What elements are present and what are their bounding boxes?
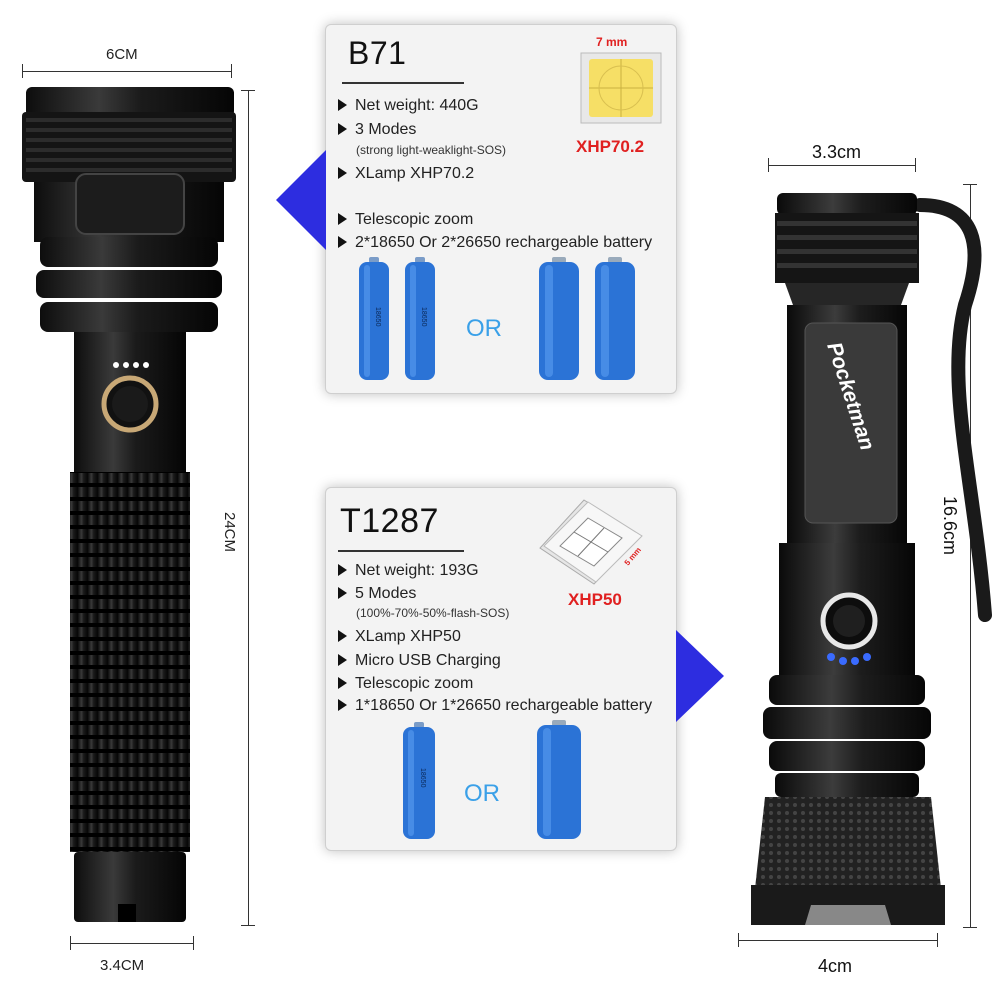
left-width-top-line <box>22 71 232 72</box>
right-width-top-label: 3.3cm <box>812 142 862 162</box>
right-width-bottom-tick-r <box>937 933 938 947</box>
t1287-feature-weight: Net weight: 193G <box>338 562 479 580</box>
b71-model-underline <box>342 82 464 84</box>
left-height-tick-t <box>241 90 255 91</box>
bullet-triangle-icon <box>338 236 347 248</box>
t1287-feature-xlamp: XLamp XHP50 <box>338 628 461 646</box>
bullet-triangle-icon <box>338 654 347 666</box>
b71-feature-xlamp: XLamp XHP70.2 <box>338 165 474 183</box>
t1287-flashlight-image: Pocketman <box>751 193 992 925</box>
t1287-chip-name: XHP50 <box>568 590 622 609</box>
bullet-triangle-icon <box>338 699 347 711</box>
t1287-feature-modes: 5 Modes <box>338 585 416 603</box>
t1287-feature-battery: 1*18650 Or 1*26650 rechargeable battery <box>338 697 652 715</box>
left-width-bottom-tick-r <box>193 936 194 950</box>
t1287-feature-usb: Micro USB Charging <box>338 652 501 670</box>
b71-feature-modes: 3 Modes <box>338 121 416 139</box>
t1287-pointer-arrow-icon <box>676 630 724 722</box>
right-width-top-tick-l <box>768 158 769 172</box>
b71-model-title: B71 <box>348 35 407 71</box>
battery-label: 18650 <box>419 768 426 788</box>
right-width-bottom-line <box>738 940 938 941</box>
t1287-model-underline <box>338 550 464 552</box>
battery-26650-icon <box>595 257 635 380</box>
b71-feature-zoom: Telescopic zoom <box>338 211 473 229</box>
battery-18650-icon: 18650 <box>359 257 389 380</box>
t1287-or-label: OR <box>464 780 500 807</box>
b71-feature-battery: 2*18650 Or 2*26650 rechargeable battery <box>338 234 652 252</box>
bullet-triangle-icon <box>338 167 347 179</box>
left-width-top-label: 6CM <box>106 46 138 63</box>
bullet-triangle-icon <box>338 587 347 599</box>
b71-flashlight-image <box>22 87 236 922</box>
t1287-info-card: T1287 Net weight: 193G 5 Modes (100%-70%… <box>325 487 677 851</box>
bullet-triangle-icon <box>338 213 347 225</box>
bullet-triangle-icon <box>338 677 347 689</box>
t1287-led-chip-image: 5 mm <box>539 499 643 585</box>
battery-label: 18650 <box>420 307 427 327</box>
battery-18650-icon: 18650 <box>405 257 435 380</box>
bullet-triangle-icon <box>338 123 347 135</box>
b71-info-card: B71 Net weight: 440G 3 Modes (strong lig… <box>325 24 677 394</box>
t1287-model-title: T1287 <box>340 502 439 540</box>
bullet-triangle-icon <box>338 630 347 642</box>
bullet-triangle-icon <box>338 99 347 111</box>
right-height-tick-b <box>963 927 977 928</box>
b71-chip-size: 7 mm <box>596 35 628 49</box>
battery-26650-icon <box>537 720 581 839</box>
left-height-line <box>248 90 249 926</box>
b71-led-chip-image <box>580 52 662 124</box>
battery-26650-icon <box>539 257 579 380</box>
right-width-top-tick-r <box>915 158 916 172</box>
right-height-line <box>970 184 971 928</box>
right-height-tick-t <box>963 184 977 185</box>
b71-pointer-arrow-icon <box>276 150 326 250</box>
bullet-triangle-icon <box>338 564 347 576</box>
b71-modes-detail: (strong light-weaklight-SOS) <box>356 143 507 157</box>
left-width-bottom-label: 3.4CM <box>100 957 145 974</box>
left-width-bottom-tick-l <box>70 936 71 950</box>
battery-label: 18650 <box>374 307 381 327</box>
right-width-top-line <box>768 165 916 166</box>
b71-chip-name: XHP70.2 <box>576 137 645 156</box>
t1287-modes-detail: (100%-70%-50%-flash-SOS) <box>356 606 510 620</box>
left-width-bottom-line <box>70 943 194 944</box>
t1287-feature-zoom: Telescopic zoom <box>338 675 473 693</box>
b71-feature-weight: Net weight: 440G <box>338 97 479 115</box>
b71-or-label: OR <box>466 315 502 342</box>
battery-18650-icon: 18650 <box>403 722 435 839</box>
left-width-top-tick-r <box>231 64 232 78</box>
left-width-top-tick-l <box>22 64 23 78</box>
right-width-bottom-tick-l <box>738 933 739 947</box>
left-height-tick-b <box>241 925 255 926</box>
right-width-bottom-label: 4cm <box>818 956 853 976</box>
